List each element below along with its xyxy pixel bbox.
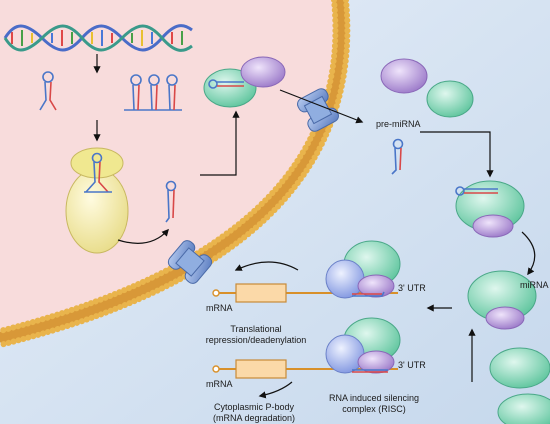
exportin-protein — [426, 80, 474, 118]
p-body-label: Cytoplasmic P-body (mRNA degradation) — [204, 402, 304, 424]
pre-mirna-label: pre-miRNA — [376, 119, 421, 129]
arrow-mrna-degradation — [258, 381, 293, 399]
dicer-complex — [455, 180, 525, 238]
arrow-to-dicer — [420, 131, 494, 178]
pri-mirna-hairpin — [39, 71, 57, 111]
drosha-complex — [65, 147, 129, 254]
mrna-label-top: mRNA — [206, 303, 233, 313]
translational-line-1: Translational — [230, 324, 282, 334]
arrow-to-risc-loading — [521, 231, 536, 276]
exportin-complex — [203, 56, 286, 108]
utr-label-bottom: 3' UTR — [398, 360, 426, 370]
nuclear-pore-bottom — [167, 240, 213, 284]
p-body-line-2: (mRNA degradation) — [212, 413, 296, 423]
mirna-label: miRNA — [520, 280, 549, 290]
risc-label: RNA induced silencing complex (RISC) — [318, 393, 430, 415]
arrow-export — [279, 89, 364, 124]
risc-partial-2 — [497, 393, 550, 424]
pre-mirna-nuclear — [165, 180, 177, 223]
pri-mirna-cluster — [124, 74, 182, 111]
arrow-to-exportin — [200, 110, 240, 176]
risc-partial-1 — [489, 347, 550, 389]
arrow-to-pre-mirna — [117, 228, 169, 244]
nuclear-pore-top — [297, 88, 339, 132]
dna-helix — [3, 24, 193, 52]
translational-repression-label: Translational repression/deadenylation — [200, 324, 312, 346]
risc-complex-bottom — [325, 317, 401, 374]
arrow-translational-repression — [234, 261, 299, 271]
utr-label-top: 3' UTR — [398, 283, 426, 293]
risc-complex-top — [325, 240, 401, 299]
p-body-line-1: Cytoplasmic P-body — [213, 402, 295, 412]
risc-line-1: RNA induced silencing — [328, 393, 420, 403]
risc-loading-complex — [467, 270, 537, 330]
nuclear-membrane — [0, 0, 351, 348]
risc-line-2: complex (RISC) — [342, 404, 406, 414]
ran-gtp-protein — [380, 58, 428, 94]
pre-mirna-cytoplasmic — [391, 138, 404, 175]
translational-line-2: repression/deadenylation — [205, 335, 307, 345]
mrna-label-bottom: mRNA — [206, 379, 233, 389]
